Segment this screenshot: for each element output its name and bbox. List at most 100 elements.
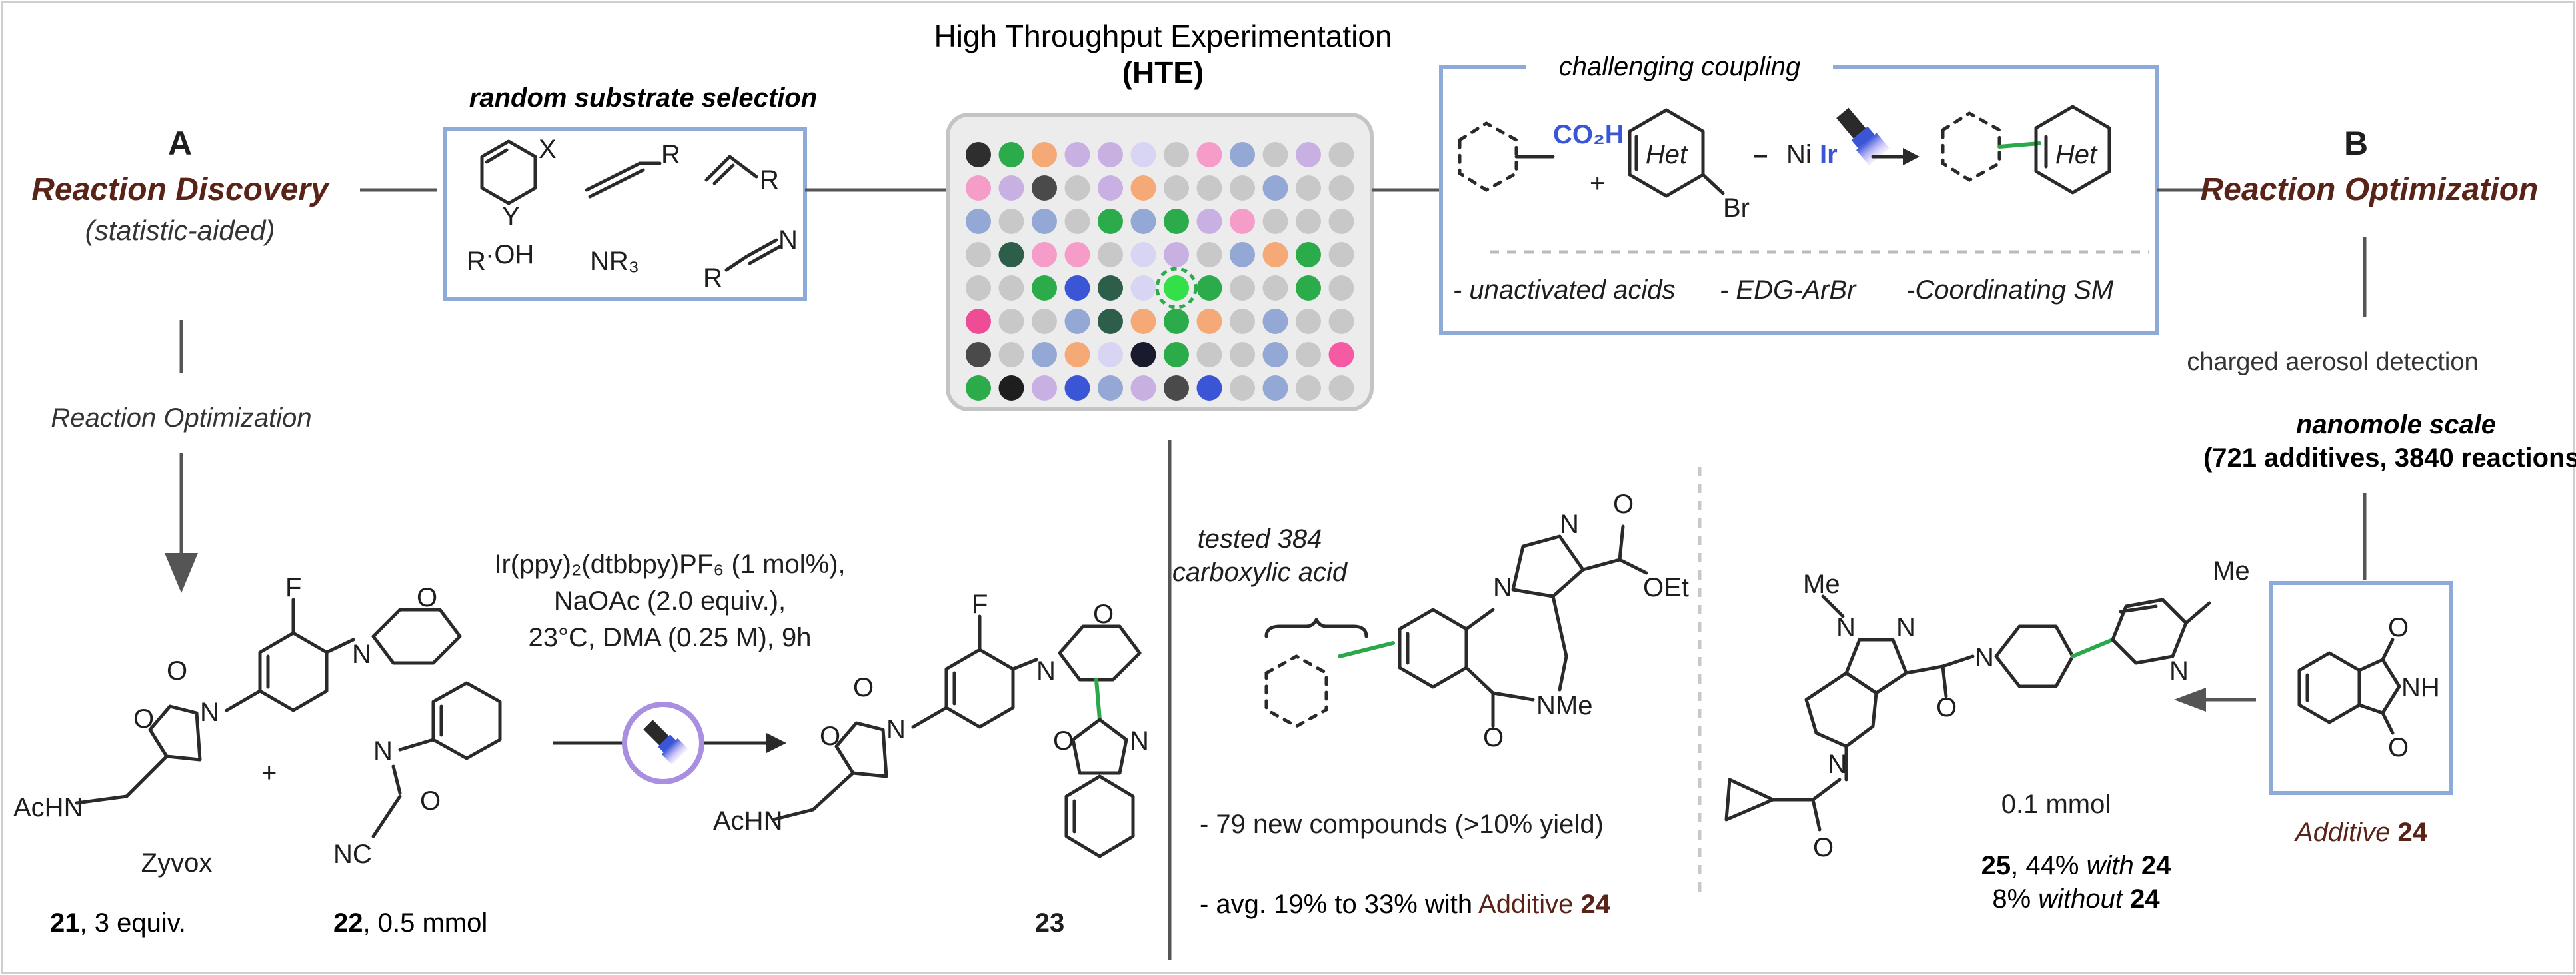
plate-well	[1032, 175, 1057, 201]
b-n: N	[373, 736, 393, 766]
cmpd-23-label: 23	[1035, 908, 1065, 938]
arrow-a-down-head	[165, 553, 198, 593]
r-me-1: Me	[1803, 570, 1840, 599]
plate-well	[1230, 242, 1255, 267]
plate-well	[1262, 142, 1288, 167]
conditions-line-1: Ir(ppy)₂(dtbbpy)PF₆ (1 mol%),	[494, 550, 845, 579]
right-panel: Me N N O N N Me N O 0.1 mmol 25, 44% wit…	[1724, 556, 2453, 914]
plate-well	[1130, 275, 1156, 301]
plate-well	[1064, 142, 1090, 167]
plate-well	[998, 142, 1024, 167]
plate-well	[1230, 275, 1255, 301]
plate-well	[1098, 209, 1123, 234]
yield-without: 8% without 24	[1992, 884, 2160, 914]
p-o-morph: O	[1093, 600, 1114, 629]
z-n-ring: N	[200, 698, 219, 727]
plate-well	[1230, 175, 1255, 201]
plate-well	[1196, 342, 1222, 367]
plate-well	[1064, 375, 1090, 401]
p-o-carbonyl: O	[853, 673, 874, 702]
sub-nitrile-r: R	[703, 263, 722, 293]
plate-well	[1032, 375, 1057, 401]
plate-well	[1230, 342, 1255, 367]
sub-alkene-r: R	[760, 165, 779, 195]
plate-well	[1130, 175, 1156, 201]
challenge-het-2: Het	[2055, 140, 2098, 169]
z-n-morph: N	[352, 640, 371, 669]
m-n-1: N	[1493, 573, 1512, 602]
additive-box	[2269, 581, 2453, 795]
z-o-carbonyl: O	[167, 656, 187, 686]
plate-well	[1262, 242, 1288, 267]
p-f: F	[972, 590, 988, 619]
plate-well	[1296, 375, 1321, 401]
plate-well	[1328, 375, 1354, 401]
plate-well	[1196, 242, 1222, 267]
plate-well	[1130, 342, 1156, 367]
photo-lamp-icon-2	[643, 720, 688, 765]
challenge-dash: –	[1753, 140, 1768, 169]
m-n-2: N	[1560, 510, 1579, 539]
product-23-structure: F N O O N O AcHN O N	[713, 590, 1149, 858]
plate-well	[1064, 342, 1090, 367]
add-nh: NH	[2401, 673, 2440, 702]
plate-well	[1164, 209, 1189, 234]
plate-well	[1130, 309, 1156, 334]
plate-well	[1064, 175, 1090, 201]
plate-well	[1064, 309, 1090, 334]
plate-well	[998, 175, 1024, 201]
plate-well	[1328, 242, 1354, 267]
sub-y: Y	[502, 202, 520, 231]
plate-well	[1328, 275, 1354, 301]
r-n-2: N	[1896, 613, 1916, 642]
plate-well	[966, 309, 991, 334]
plate-well	[1098, 309, 1123, 334]
m-oet: OEt	[1643, 573, 1689, 602]
plate-well	[1230, 142, 1255, 167]
p-b-n: N	[1130, 726, 1149, 756]
z-f: F	[285, 573, 301, 602]
plate-well	[1262, 342, 1288, 367]
b-detection: charged aerosol detection	[2187, 348, 2478, 376]
middle-panel: tested 384 carboxylic acid N N O OEt NMe…	[1172, 467, 1702, 919]
plate-well	[1328, 209, 1354, 234]
reaction-optimization-label-a: Reaction Optimization	[51, 403, 311, 433]
zyvox-reaction: Ir(ppy)₂(dtbbpy)PF₆ (1 mol%), NaOAc (2.0…	[13, 550, 1149, 938]
section-b-title: Reaction Optimization	[2201, 172, 2539, 207]
plate-well	[1262, 275, 1288, 301]
plate-well	[966, 209, 991, 234]
challenge-title-bg	[1526, 52, 1833, 82]
plate-well	[1164, 342, 1189, 367]
plate-well	[966, 242, 991, 267]
plate-well	[1164, 375, 1189, 401]
plate-well	[1328, 142, 1354, 167]
p-b-o: O	[1053, 726, 1074, 756]
hte-title-line2: (HTE)	[1122, 55, 1204, 90]
plate-well	[1296, 309, 1321, 334]
plate-well	[1032, 342, 1057, 367]
tested-line-1: tested 384	[1198, 524, 1322, 554]
plate-well	[1296, 209, 1321, 234]
plate-well	[1328, 309, 1354, 334]
b-nc: NC	[333, 840, 372, 869]
sub-amine: NR₃	[590, 247, 639, 276]
plus-sign: +	[261, 758, 277, 788]
plate-well	[998, 275, 1024, 301]
p-n-morph: N	[1036, 656, 1056, 686]
plate-well	[1130, 142, 1156, 167]
hit-well-highlight	[1155, 267, 1198, 309]
sub-r-oh-r: R	[467, 247, 486, 276]
conditions-line-3: 23°C, DMA (0.25 M), 9h	[528, 623, 811, 652]
m-o-1: O	[1613, 490, 1634, 519]
section-a: A Reaction Discovery (statistic-aided) R…	[31, 125, 437, 593]
z-achn: AcHN	[13, 793, 83, 822]
sub-alkyne-r: R	[661, 140, 680, 169]
plate-well	[1098, 142, 1123, 167]
plate-well	[1064, 275, 1090, 301]
plate-well	[1328, 342, 1354, 367]
yield-25: 25, 44% with 24	[1981, 851, 2171, 880]
section-b-letter: B	[2344, 125, 2368, 162]
plate-well	[1296, 342, 1321, 367]
r-n-pyr: N	[2169, 656, 2189, 686]
